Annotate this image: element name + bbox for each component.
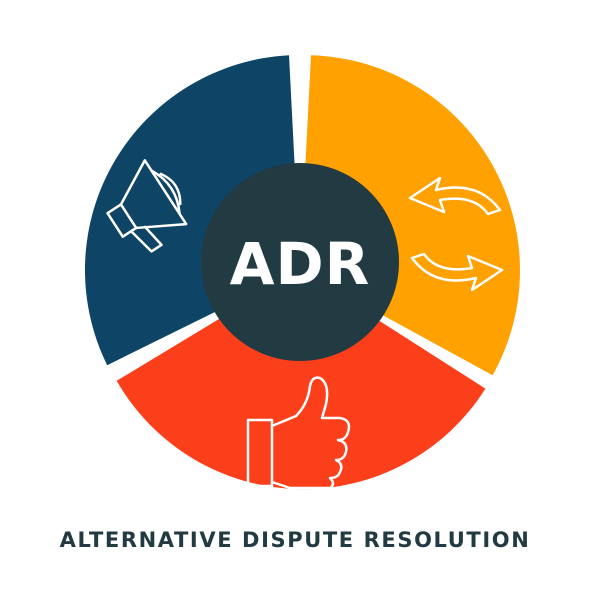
acronym-label: ADR — [230, 230, 371, 298]
center-circle — [201, 163, 399, 361]
thumbs-up-icon — [246, 376, 351, 490]
megaphone-icon — [106, 159, 188, 253]
exchange-arrows-icon — [408, 176, 504, 292]
segment-bottom — [116, 270, 486, 490]
caption: ALTERNATIVE DISPUTE RESOLUTION — [59, 528, 531, 552]
